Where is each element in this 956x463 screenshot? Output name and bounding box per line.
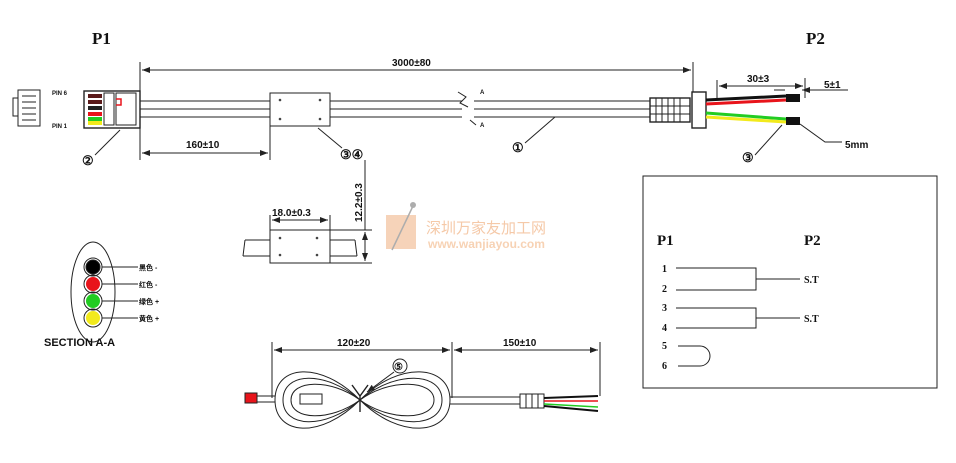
callout-tie: ⑤ — [394, 362, 403, 373]
wire-label-yellow: 黄色 + — [139, 314, 159, 323]
pin-3: 3 — [662, 303, 667, 314]
callout-cable: ① — [512, 140, 524, 155]
strain-relief-boot — [649, 91, 707, 129]
watermark-logo — [386, 202, 416, 251]
wire-label-green: 绿色 + — [139, 297, 159, 306]
dim-strip: 30±3 — [747, 74, 770, 85]
st-label-2: S.T — [804, 314, 819, 325]
cut-mark-top: A — [480, 90, 485, 96]
dim-coil: 120±20 — [337, 338, 371, 349]
section-title: SECTION A-A — [44, 337, 115, 349]
callout-plug: ② — [82, 153, 94, 168]
ferrite-detail — [242, 160, 372, 264]
schematic-p1: P1 — [657, 233, 674, 249]
wiring-schematic — [642, 175, 938, 389]
pin-1: 1 — [662, 264, 667, 275]
main-cable — [140, 91, 650, 126]
stripped-wires — [705, 94, 800, 125]
st-label-1: S.T — [804, 275, 819, 286]
tip-note: 5mm — [845, 140, 868, 151]
ferrite-core — [269, 92, 331, 127]
pin-2: 2 — [662, 284, 667, 295]
p1-label: P1 — [92, 29, 111, 48]
pin1-label: PIN 1 — [52, 124, 68, 130]
pin-6: 6 — [662, 361, 667, 372]
wire-label-red: 红色 - — [139, 280, 158, 289]
plug-front-view — [12, 89, 41, 127]
p2-label: P2 — [806, 29, 825, 48]
pin6-label: PIN 6 — [52, 91, 68, 97]
callout-wire: ③ — [742, 150, 754, 165]
dim-ferrite-width: 18.0±0.3 — [272, 208, 311, 219]
dim-overall: 3000±80 — [392, 58, 431, 69]
callout-ferrite: ③④ — [340, 147, 363, 162]
dim-tail: 150±10 — [503, 338, 537, 349]
dim-ferrite-height: 12.2±0.3 — [354, 183, 365, 222]
section-a-a — [70, 241, 138, 343]
watermark-cn: 深圳万家友加工网 — [426, 220, 546, 237]
schematic-p2: P2 — [804, 233, 821, 249]
wire-label-black: 黑色 - — [139, 263, 158, 272]
coiled-cable — [244, 342, 601, 429]
cut-mark-bottom: A — [480, 123, 485, 129]
pin-5: 5 — [662, 341, 667, 352]
dim-tip: 5±1 — [824, 80, 841, 91]
watermark-url: www.wanjiayou.com — [427, 237, 545, 251]
rj-connector — [83, 90, 141, 129]
dim-ferrite-pos: 160±10 — [186, 140, 220, 151]
pin-4: 4 — [662, 323, 667, 334]
